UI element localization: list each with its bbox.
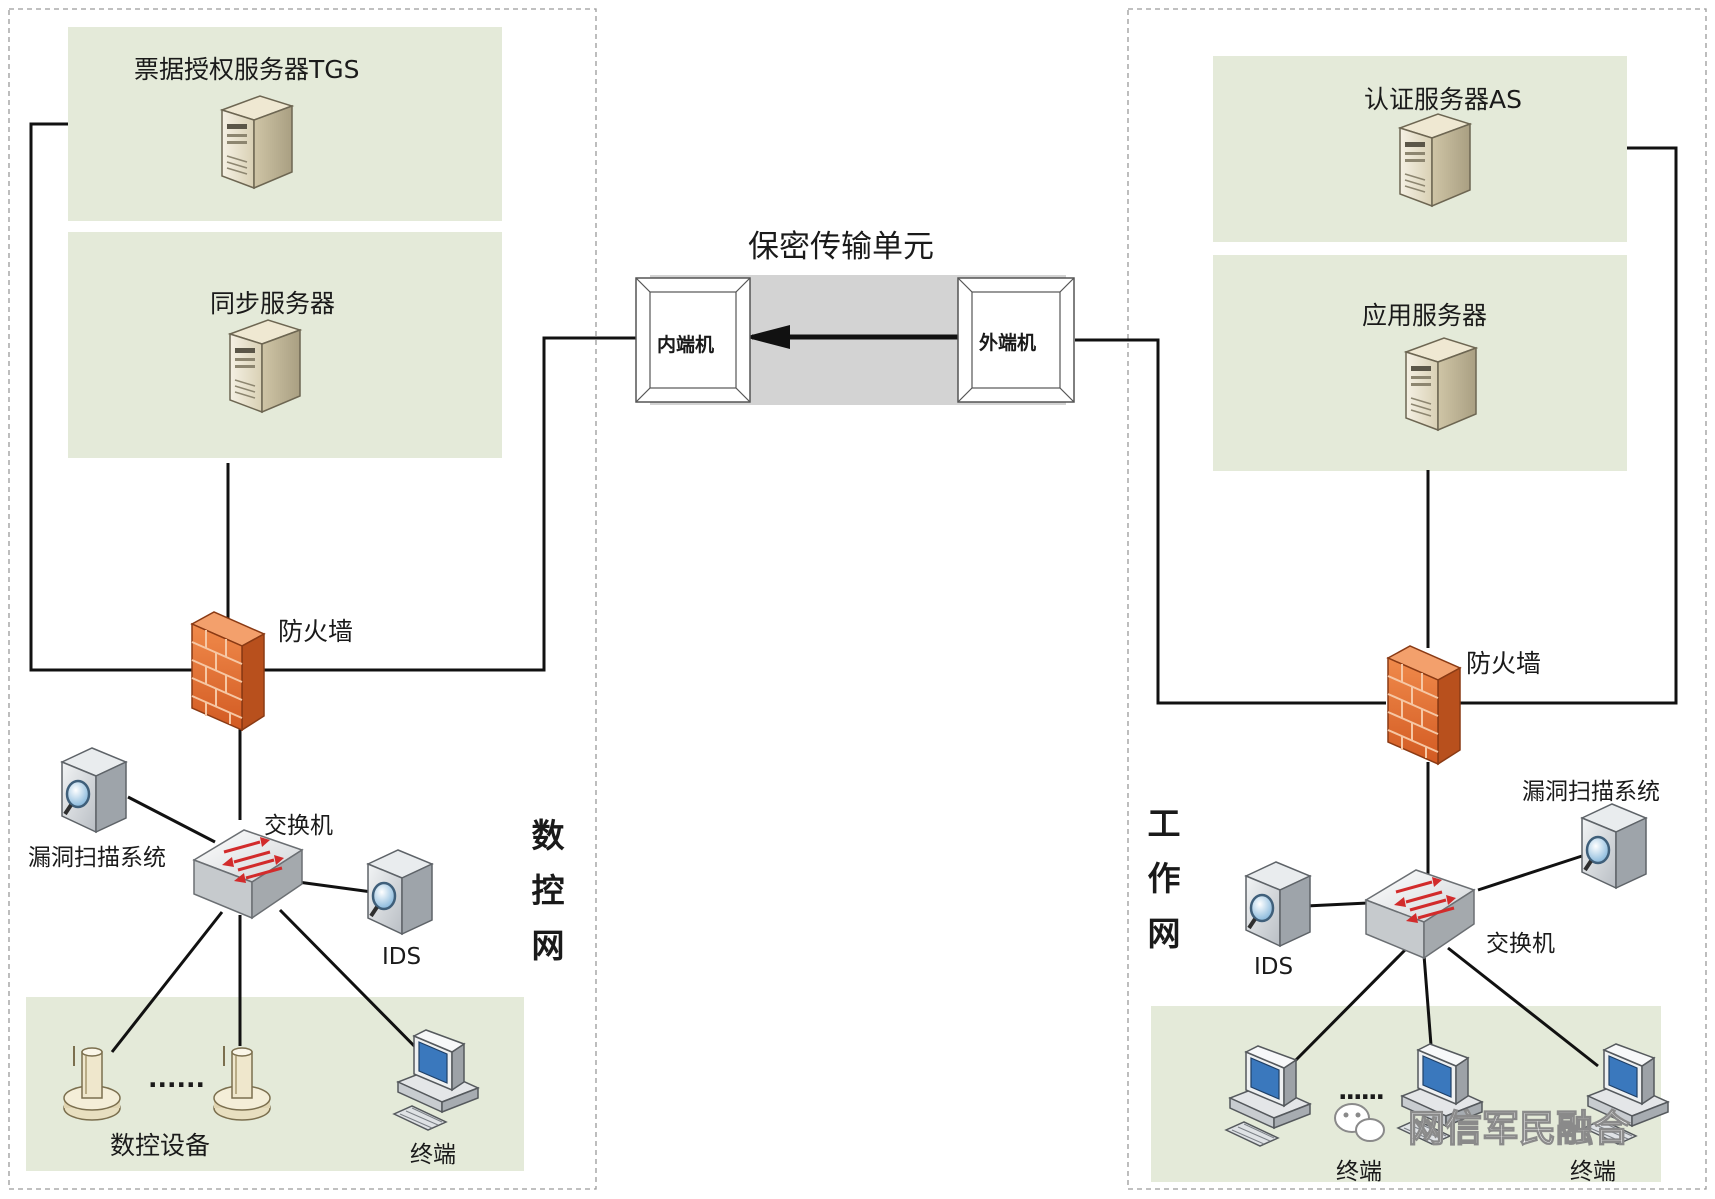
left-network-name-char: 控 [531,871,565,910]
ellipsis-right: ...... [1338,1076,1385,1105]
server-icon [221,95,293,189]
firewall-icon [191,611,265,731]
firewall-inner-machine-link [262,336,636,672]
vuln-scanner-label-right: 漏洞扫描系统 [1522,779,1660,805]
auth-server-label: 认证服务器AS [1364,85,1522,114]
right-network-name-char: 工 [1147,804,1181,843]
switch-terminal-link-left [278,908,434,1066]
terminal-label-right-2: 终端 [1570,1159,1616,1185]
vuln-scanner-label-left: 漏洞扫描系统 [28,845,166,871]
inner-machine-box [635,277,751,403]
scanner-icon [1244,860,1312,948]
switch-icon [192,828,304,920]
switch-scanner-link-right [1477,854,1583,892]
firewall-icon [1387,645,1461,765]
switch-ids-link-right [1305,901,1369,908]
switch-terminal3-link [1447,946,1599,1068]
switch-terminal1-link [1288,948,1407,1068]
inner-machine-label: 内端机 [657,334,715,356]
switch-label-left: 交换机 [264,813,333,839]
left-network-name: 数 控 网 [528,808,568,973]
wechat-icon [1334,1103,1385,1142]
left-network-name-char: 数 [531,816,565,855]
ids-label-left: IDS [382,944,422,970]
server-icon [1399,113,1471,207]
switch-ids-link-left [297,880,373,894]
sync-server-label: 同步服务器 [210,289,336,318]
scanner-icon [366,848,434,936]
ids-label-right: IDS [1254,954,1294,980]
firewall-label-left: 防火墙 [278,617,354,646]
right-network-name-char: 作 [1147,859,1181,898]
watermark: 网信军民融合 [1407,1106,1630,1150]
server-icon [1405,337,1477,431]
right-network-name: 工 作 网 [1144,796,1184,961]
nc-devices-label: 数控设备 [110,1131,211,1160]
switch-cnc1-link [110,911,224,1053]
switch-scanner-link-left [127,795,216,844]
switch-label-right: 交换机 [1486,931,1555,957]
outer-machine-box [957,277,1075,403]
ellipsis-left: ...... [148,1064,205,1093]
left-network-border [8,8,597,1190]
outer-machine-label: 外端机 [979,332,1037,354]
right-network-name-char: 网 [1147,914,1181,953]
scanner-icon [60,746,128,834]
terminal-label-left: 终端 [410,1142,456,1168]
right-network-border [1127,8,1707,1190]
tgs-firewall-link [29,122,200,672]
app-server-label: 应用服务器 [1362,301,1488,330]
secure-unit-title: 保密传输单元 [748,229,934,265]
transfer-arrow-head [744,325,790,349]
outer-machine-firewall-link [1075,338,1386,705]
switch-terminal2-link [1422,954,1434,1059]
firewall-label-right: 防火墙 [1466,649,1542,678]
left-network-name-char: 网 [531,926,565,965]
tgs-server-label: 票据授权服务器TGS [134,55,360,84]
switch-icon [1364,868,1476,960]
auth-firewall-link [1458,146,1678,705]
terminal-label-right-1: 终端 [1336,1159,1382,1185]
scanner-icon [1580,802,1648,890]
server-icon [229,319,301,413]
